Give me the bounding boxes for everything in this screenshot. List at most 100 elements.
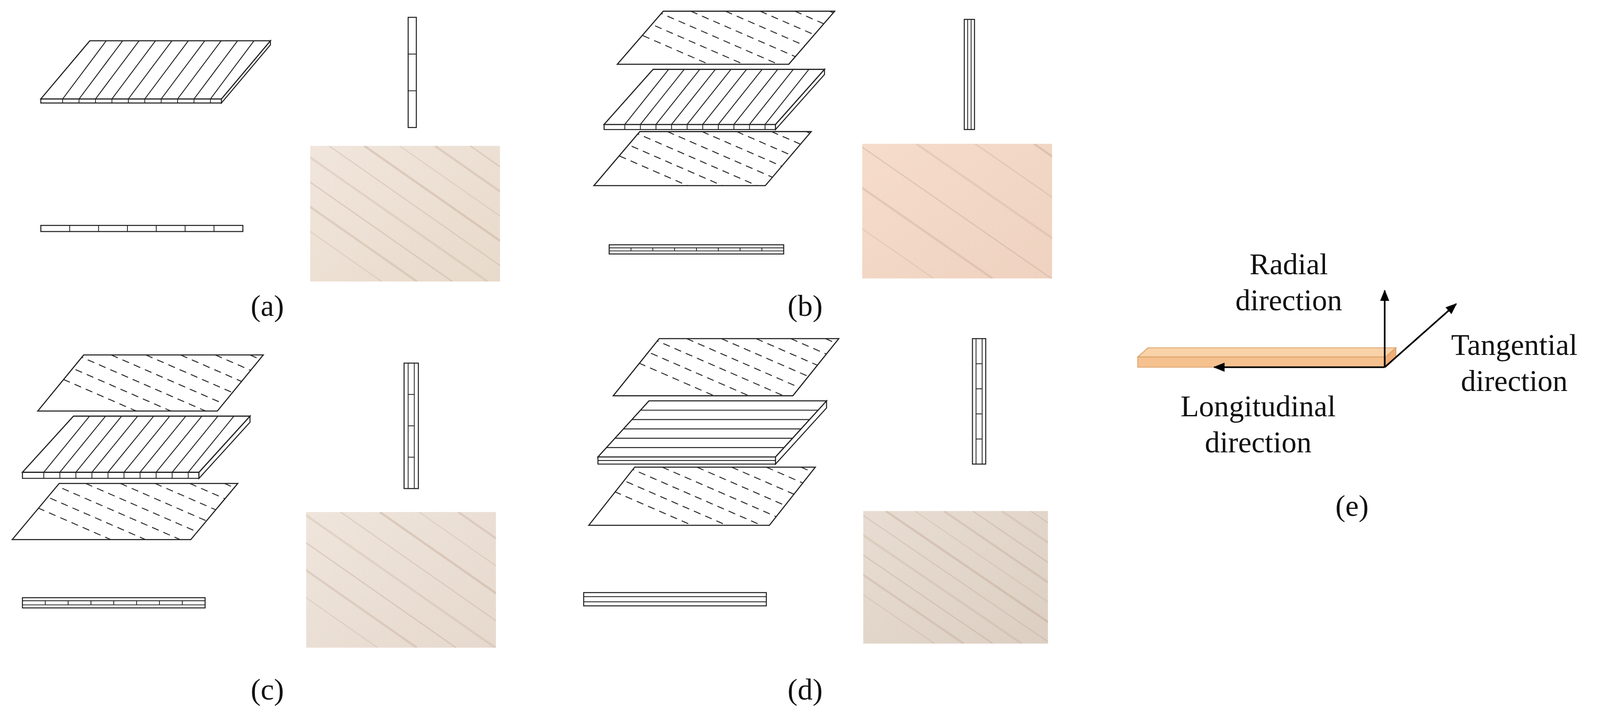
strip-tick xyxy=(652,248,654,252)
veneer-sheet xyxy=(598,400,827,464)
sheet-face xyxy=(37,354,264,412)
edge-tick xyxy=(671,124,672,130)
strip-outline xyxy=(40,225,243,232)
side-view xyxy=(972,338,986,464)
edge-tick xyxy=(171,471,173,478)
grain-line xyxy=(210,40,255,99)
edge-tick xyxy=(749,124,751,130)
grain-streak xyxy=(223,145,418,282)
edge-tick xyxy=(764,124,766,130)
grain-streak xyxy=(741,511,935,644)
edge-tick xyxy=(624,124,626,130)
veneer-sheet xyxy=(604,69,825,130)
grain-streak xyxy=(187,145,382,282)
grain-streak xyxy=(827,511,1022,644)
grain-streak xyxy=(379,511,574,648)
edge-tick xyxy=(177,99,179,104)
strip-tick xyxy=(181,600,183,605)
edge-line xyxy=(598,459,776,461)
grain-line xyxy=(111,40,156,99)
edge-tick xyxy=(209,99,211,104)
axis-label: Longitudinal direction xyxy=(1165,388,1351,461)
edge-tick xyxy=(111,99,113,104)
edge-tick xyxy=(187,471,189,478)
grain-streak xyxy=(943,511,1138,644)
edge-tick xyxy=(160,99,162,104)
strip-tick xyxy=(213,225,215,232)
grain-streak xyxy=(399,145,594,282)
grain-hatch xyxy=(62,40,255,99)
grain-streak xyxy=(975,143,1170,279)
strip-outline xyxy=(408,17,417,128)
grain-streak xyxy=(364,145,559,282)
grain-hatch xyxy=(624,69,809,125)
sample-photo xyxy=(739,143,1228,279)
panel-label: (d) xyxy=(787,671,823,708)
photo-grain xyxy=(183,511,692,648)
photo-grain xyxy=(741,511,1254,644)
grain-streak xyxy=(1030,511,1225,644)
strip-tick xyxy=(976,413,983,415)
strip-outline xyxy=(972,338,986,464)
panel-label: (c) xyxy=(250,671,285,708)
grain-streak xyxy=(223,511,418,648)
strip-tick xyxy=(184,225,186,232)
edge-tick xyxy=(59,471,61,478)
sample-photo xyxy=(741,511,1254,644)
edge-tick xyxy=(702,124,704,130)
grain-line xyxy=(632,131,868,234)
grain-streak xyxy=(258,145,453,282)
grain-hatch xyxy=(43,416,234,473)
strip-tick xyxy=(45,600,46,605)
side-view xyxy=(408,17,417,128)
layer-line xyxy=(583,595,767,597)
strip-tick xyxy=(761,248,763,252)
edge-tick xyxy=(139,471,141,478)
side-view xyxy=(964,19,975,130)
grain-line xyxy=(640,409,819,411)
grain-streak xyxy=(856,511,1051,644)
strip-outline xyxy=(609,244,784,254)
veneer-sheet xyxy=(40,40,271,103)
edge-tick xyxy=(733,124,735,130)
edge-tick xyxy=(95,99,97,104)
grain-line xyxy=(632,419,810,421)
layer-line xyxy=(975,338,977,464)
strip-tick xyxy=(408,456,415,458)
wood-board-top xyxy=(1137,347,1397,357)
grain-line xyxy=(144,40,189,99)
panel-label: (b) xyxy=(787,287,823,324)
wood-board-front xyxy=(1137,356,1386,368)
sheet-face xyxy=(613,338,839,396)
side-view xyxy=(22,597,206,608)
strip-tick xyxy=(113,600,115,605)
grain-line xyxy=(78,40,123,99)
photo-ground xyxy=(862,143,1053,279)
grain-line xyxy=(563,131,799,234)
strip-tick xyxy=(695,248,697,252)
edge-tick xyxy=(717,124,719,130)
edge-tick xyxy=(155,471,157,478)
strip-tick xyxy=(739,248,741,252)
grain-streak xyxy=(914,511,1109,644)
sheet-face xyxy=(40,40,271,99)
grain-streak xyxy=(183,511,378,648)
strip-tick xyxy=(136,600,137,605)
grain-line xyxy=(598,131,833,234)
grain-line xyxy=(795,11,1030,114)
sheet-face xyxy=(588,466,816,525)
grain-line xyxy=(250,354,485,457)
layer-line xyxy=(583,601,767,602)
strip-tick xyxy=(155,225,157,232)
edge-tick xyxy=(107,471,109,478)
grain-line xyxy=(614,437,793,439)
edge-tick xyxy=(193,99,195,104)
side-view xyxy=(404,362,419,489)
grain-line xyxy=(627,466,863,569)
sheet-edge xyxy=(598,456,776,465)
sheet-edge xyxy=(604,124,776,130)
layer-line xyxy=(981,338,983,464)
grain-line xyxy=(95,40,140,99)
strip-tick xyxy=(408,53,417,55)
edge-tick xyxy=(91,471,93,478)
